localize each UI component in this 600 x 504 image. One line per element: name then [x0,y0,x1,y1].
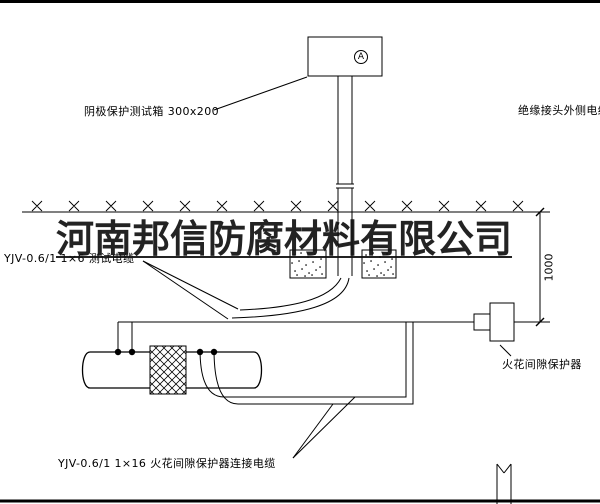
ammeter-icon: A [354,50,368,64]
ground-electrode-symbol [496,463,512,504]
spark-gap-protector [473,302,515,357]
ground-level-line [22,200,532,213]
spark-gap-protector-label: 火花间隙保护器 [502,358,582,371]
insulating-joint [149,345,187,395]
concrete-blocks [289,249,397,279]
company-watermark: 河南邦信防腐材料有限公司 [56,216,513,261]
dimension-text-1000: 1000 [542,253,556,282]
connection-cable-label: YJV-0.6/1 1×16 火花间隙保护器连接电缆 [58,457,276,470]
test-box [307,36,383,77]
spark-gap-cable-right [199,322,414,405]
test-cable-label: YJV-0.6/1 1×6 测试电缆 [4,252,135,265]
test-cable-leader-lines [142,260,239,320]
connection-cable-leader-lines [292,396,356,459]
conduit-riser [336,76,354,276]
test-box-label: 阴极保护测试箱 300x200 [84,105,219,118]
test-cables [231,277,350,319]
ground-x-hatch-marks-icon [31,200,524,212]
test-box-leader-line [213,76,308,111]
insulation-joint-cable-label: 绝缘接头外侧电缆 [518,104,600,117]
dimension-line-1000 [514,207,550,327]
spark-gap-cable-left [117,321,474,349]
